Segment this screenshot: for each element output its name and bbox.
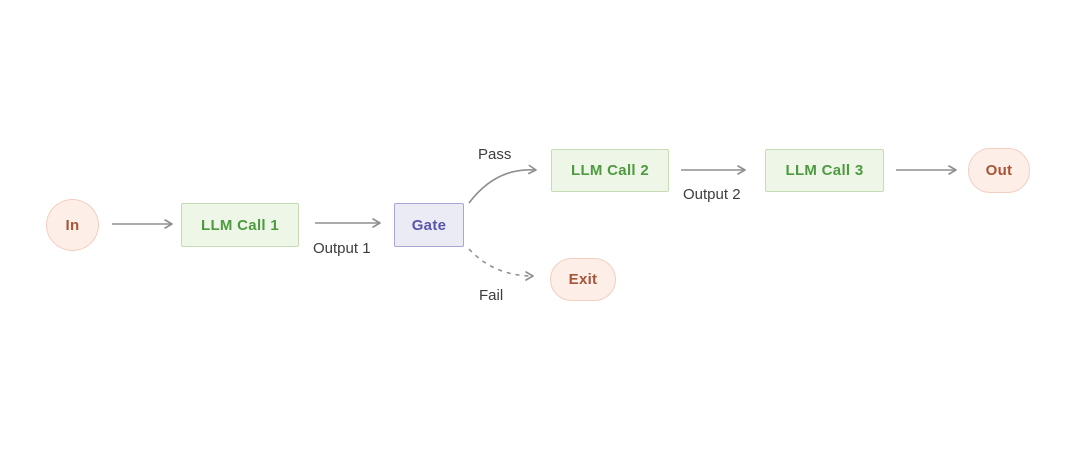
edge-label-fail: Fail [479, 287, 504, 304]
node-gate: Gate [394, 203, 464, 247]
edge-label-pass: Pass [478, 146, 512, 163]
arrow-gate-to-llm2-pass [468, 164, 537, 204]
node-llm-call-3: LLM Call 3 [765, 149, 884, 192]
node-llm-call-1: LLM Call 1 [181, 203, 299, 247]
node-llm-call-2: LLM Call 2 [551, 149, 669, 192]
edge-label-output-1: Output 1 [313, 240, 371, 257]
arrow-gate-to-exit-fail [468, 248, 534, 281]
node-out: Out [968, 148, 1030, 193]
node-exit: Exit [550, 258, 616, 301]
edge-label-output-2: Output 2 [683, 186, 741, 203]
node-in: In [46, 199, 99, 251]
